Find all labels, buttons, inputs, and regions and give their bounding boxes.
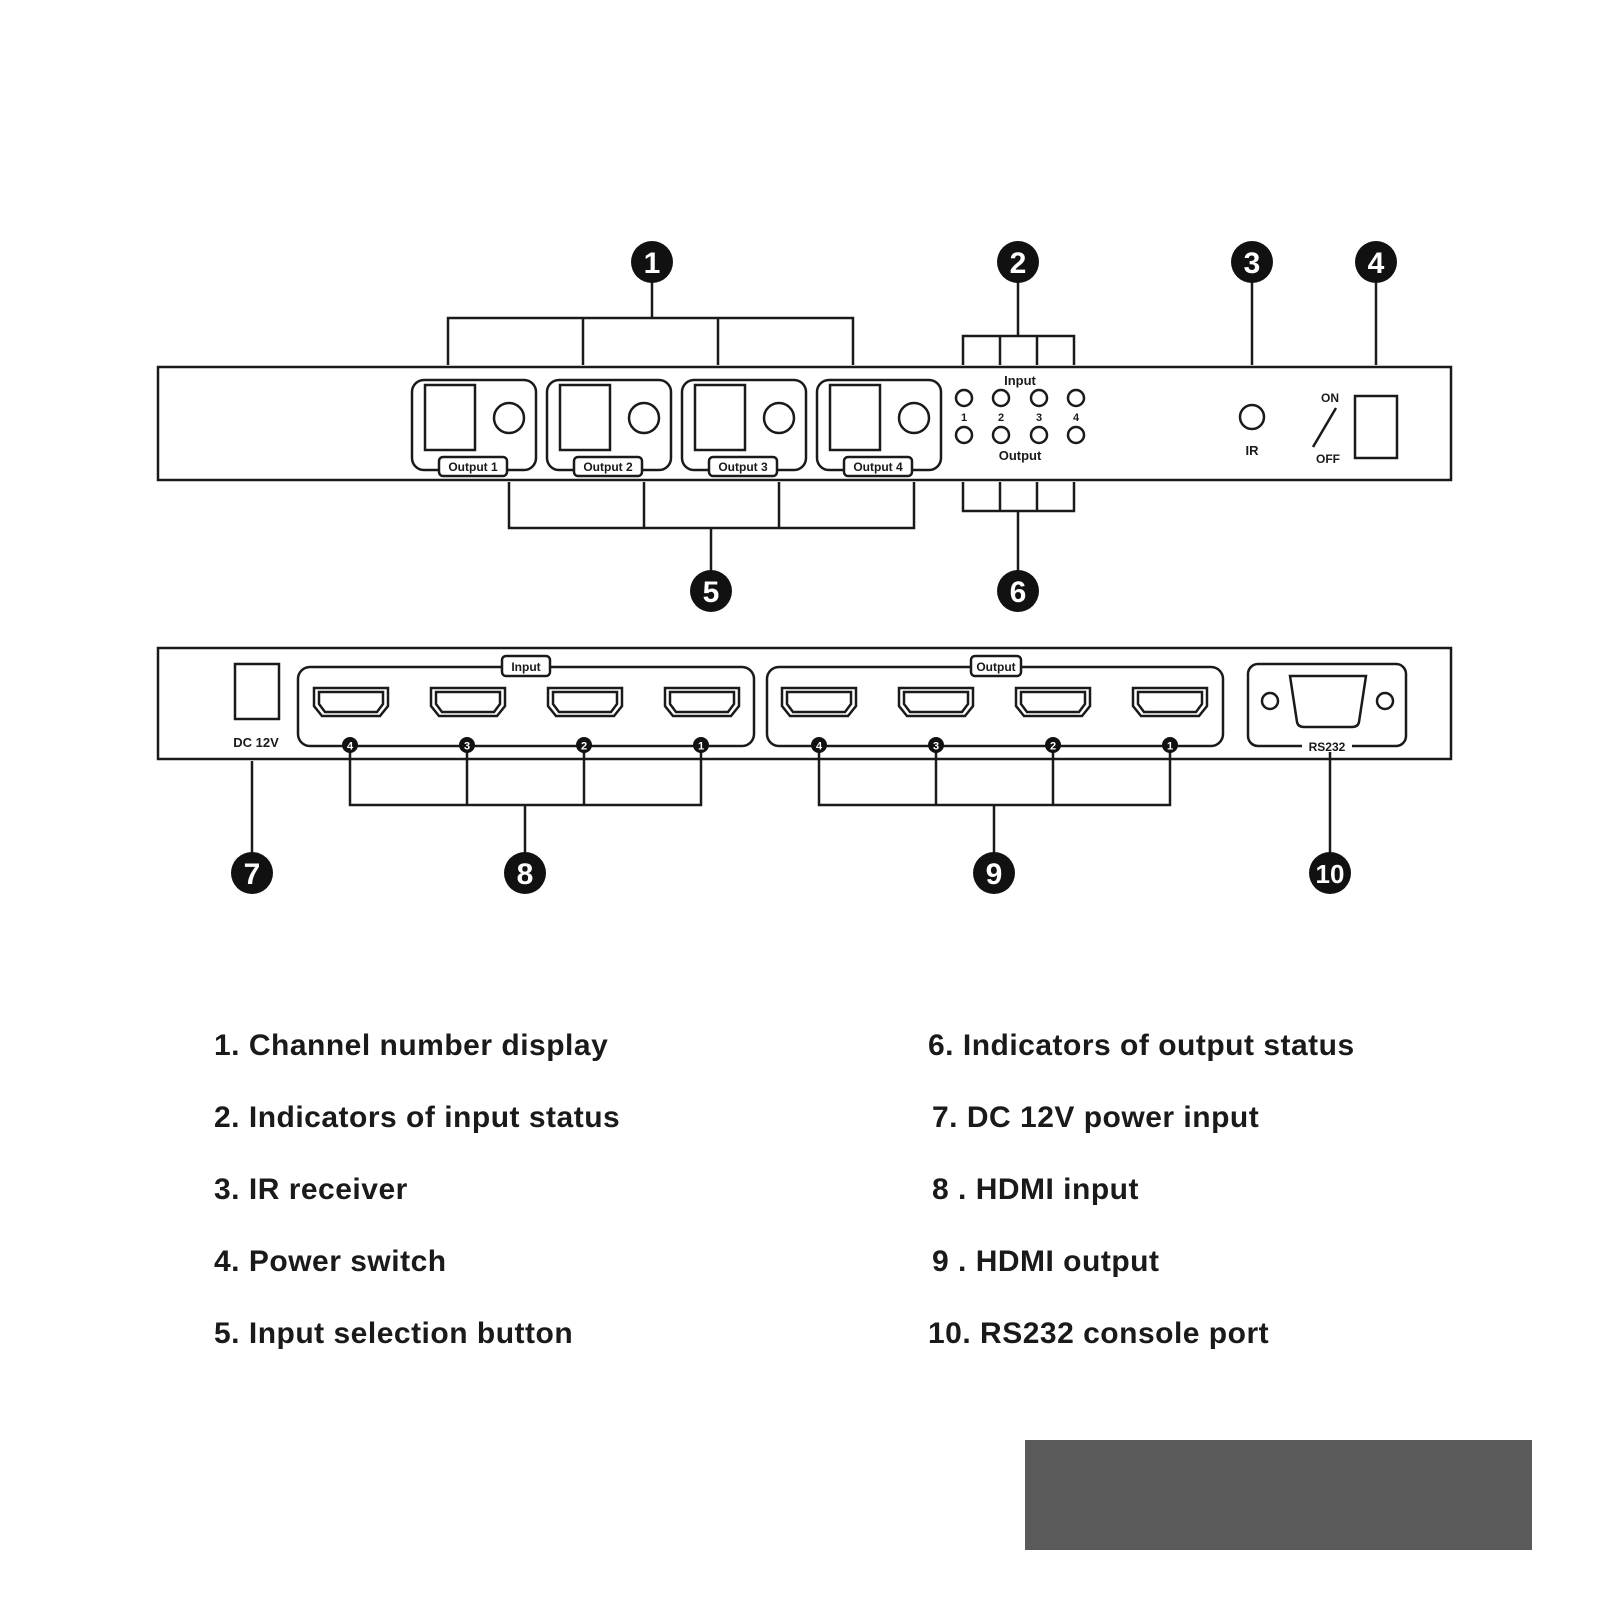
- input-status-leds: [954, 388, 1086, 408]
- gray-block: [1025, 1440, 1532, 1550]
- svg-text:3: 3: [464, 741, 470, 753]
- callout-5: 5: [703, 576, 720, 609]
- output-label-1: Output 1: [448, 460, 498, 474]
- callout-9: 9: [986, 858, 1003, 891]
- legend-item-10: 10. RS232 console port: [928, 1317, 1270, 1350]
- output-display-1: [410, 378, 538, 478]
- led-input-label: Input: [1004, 373, 1036, 388]
- legend-item-8: 8 . HDMI input: [932, 1173, 1139, 1206]
- svg-text:1: 1: [961, 412, 967, 424]
- legend-item-9: 9 . HDMI output: [932, 1245, 1160, 1278]
- callout-4: 4: [1368, 247, 1385, 280]
- svg-text:1: 1: [1167, 741, 1173, 753]
- callout-2: 2: [1010, 247, 1027, 280]
- hdmi-ports: [312, 686, 1209, 718]
- dc-label: DC 12V: [233, 735, 279, 750]
- callout-6: 6: [1010, 576, 1027, 609]
- svg-text:4: 4: [816, 741, 823, 753]
- svg-text:2: 2: [998, 412, 1004, 424]
- output-display-2: [545, 378, 673, 478]
- svg-text:2: 2: [1050, 741, 1056, 753]
- callout-8: 8: [517, 858, 534, 891]
- output-label-3: Output 3: [718, 460, 768, 474]
- rs232-port[interactable]: [1246, 662, 1408, 754]
- power-switch[interactable]: [1353, 394, 1399, 460]
- output-label-4: Output 4: [853, 460, 903, 474]
- svg-text:4: 4: [347, 741, 354, 753]
- callout-7: 7: [244, 858, 261, 891]
- dc-power-jack[interactable]: [233, 662, 281, 721]
- ir-receiver: [1238, 403, 1266, 431]
- output-display-4: [815, 378, 943, 478]
- callout-3: 3: [1244, 247, 1261, 280]
- legend-item-2: 2. Indicators of input status: [214, 1101, 621, 1134]
- front-panel-labels: Output 1 Output 2 Output 3 Output 4 Inpu…: [448, 373, 1340, 474]
- power-switch-slash: [1311, 407, 1338, 448]
- svg-text:3: 3: [1036, 412, 1042, 424]
- legend-item-1: 1. Channel number display: [214, 1029, 609, 1062]
- callout-1: 1: [644, 247, 661, 280]
- output-display-3: [680, 378, 808, 478]
- leader-lines-rear: [250, 752, 1332, 855]
- svg-text:4: 4: [1073, 412, 1080, 424]
- input-group-label: Input: [511, 660, 540, 674]
- rs232-label: RS232: [1309, 740, 1346, 754]
- legend-item-5: 5. Input selection button: [214, 1317, 574, 1350]
- svg-text:1: 1: [698, 741, 704, 753]
- rear-port-number-badges: 4 3 2 1 4 3 2 1: [342, 737, 1178, 753]
- legend-item-3: 3. IR receiver: [214, 1173, 408, 1206]
- svg-text:2: 2: [581, 741, 587, 753]
- output-status-leds: [954, 425, 1086, 445]
- svg-text:3: 3: [933, 741, 939, 753]
- legend-item-4: 4. Power switch: [214, 1245, 447, 1278]
- legend-item-6: 6. Indicators of output status: [928, 1029, 1355, 1062]
- led-output-label: Output: [999, 448, 1042, 463]
- callout-badges: 1 2 3 4 5 6 7 8 9 10: [231, 241, 1397, 894]
- switch-on-label: ON: [1321, 391, 1339, 405]
- output-group-label: Output: [976, 660, 1015, 674]
- callout-10: 10: [1316, 859, 1345, 889]
- rear-panel-labels: DC 12V Input Output RS232: [233, 660, 1345, 754]
- legend-item-7: 7. DC 12V power input: [932, 1101, 1260, 1134]
- output-label-2: Output 2: [583, 460, 633, 474]
- switch-off-label: OFF: [1316, 452, 1340, 466]
- ir-label: IR: [1246, 443, 1260, 458]
